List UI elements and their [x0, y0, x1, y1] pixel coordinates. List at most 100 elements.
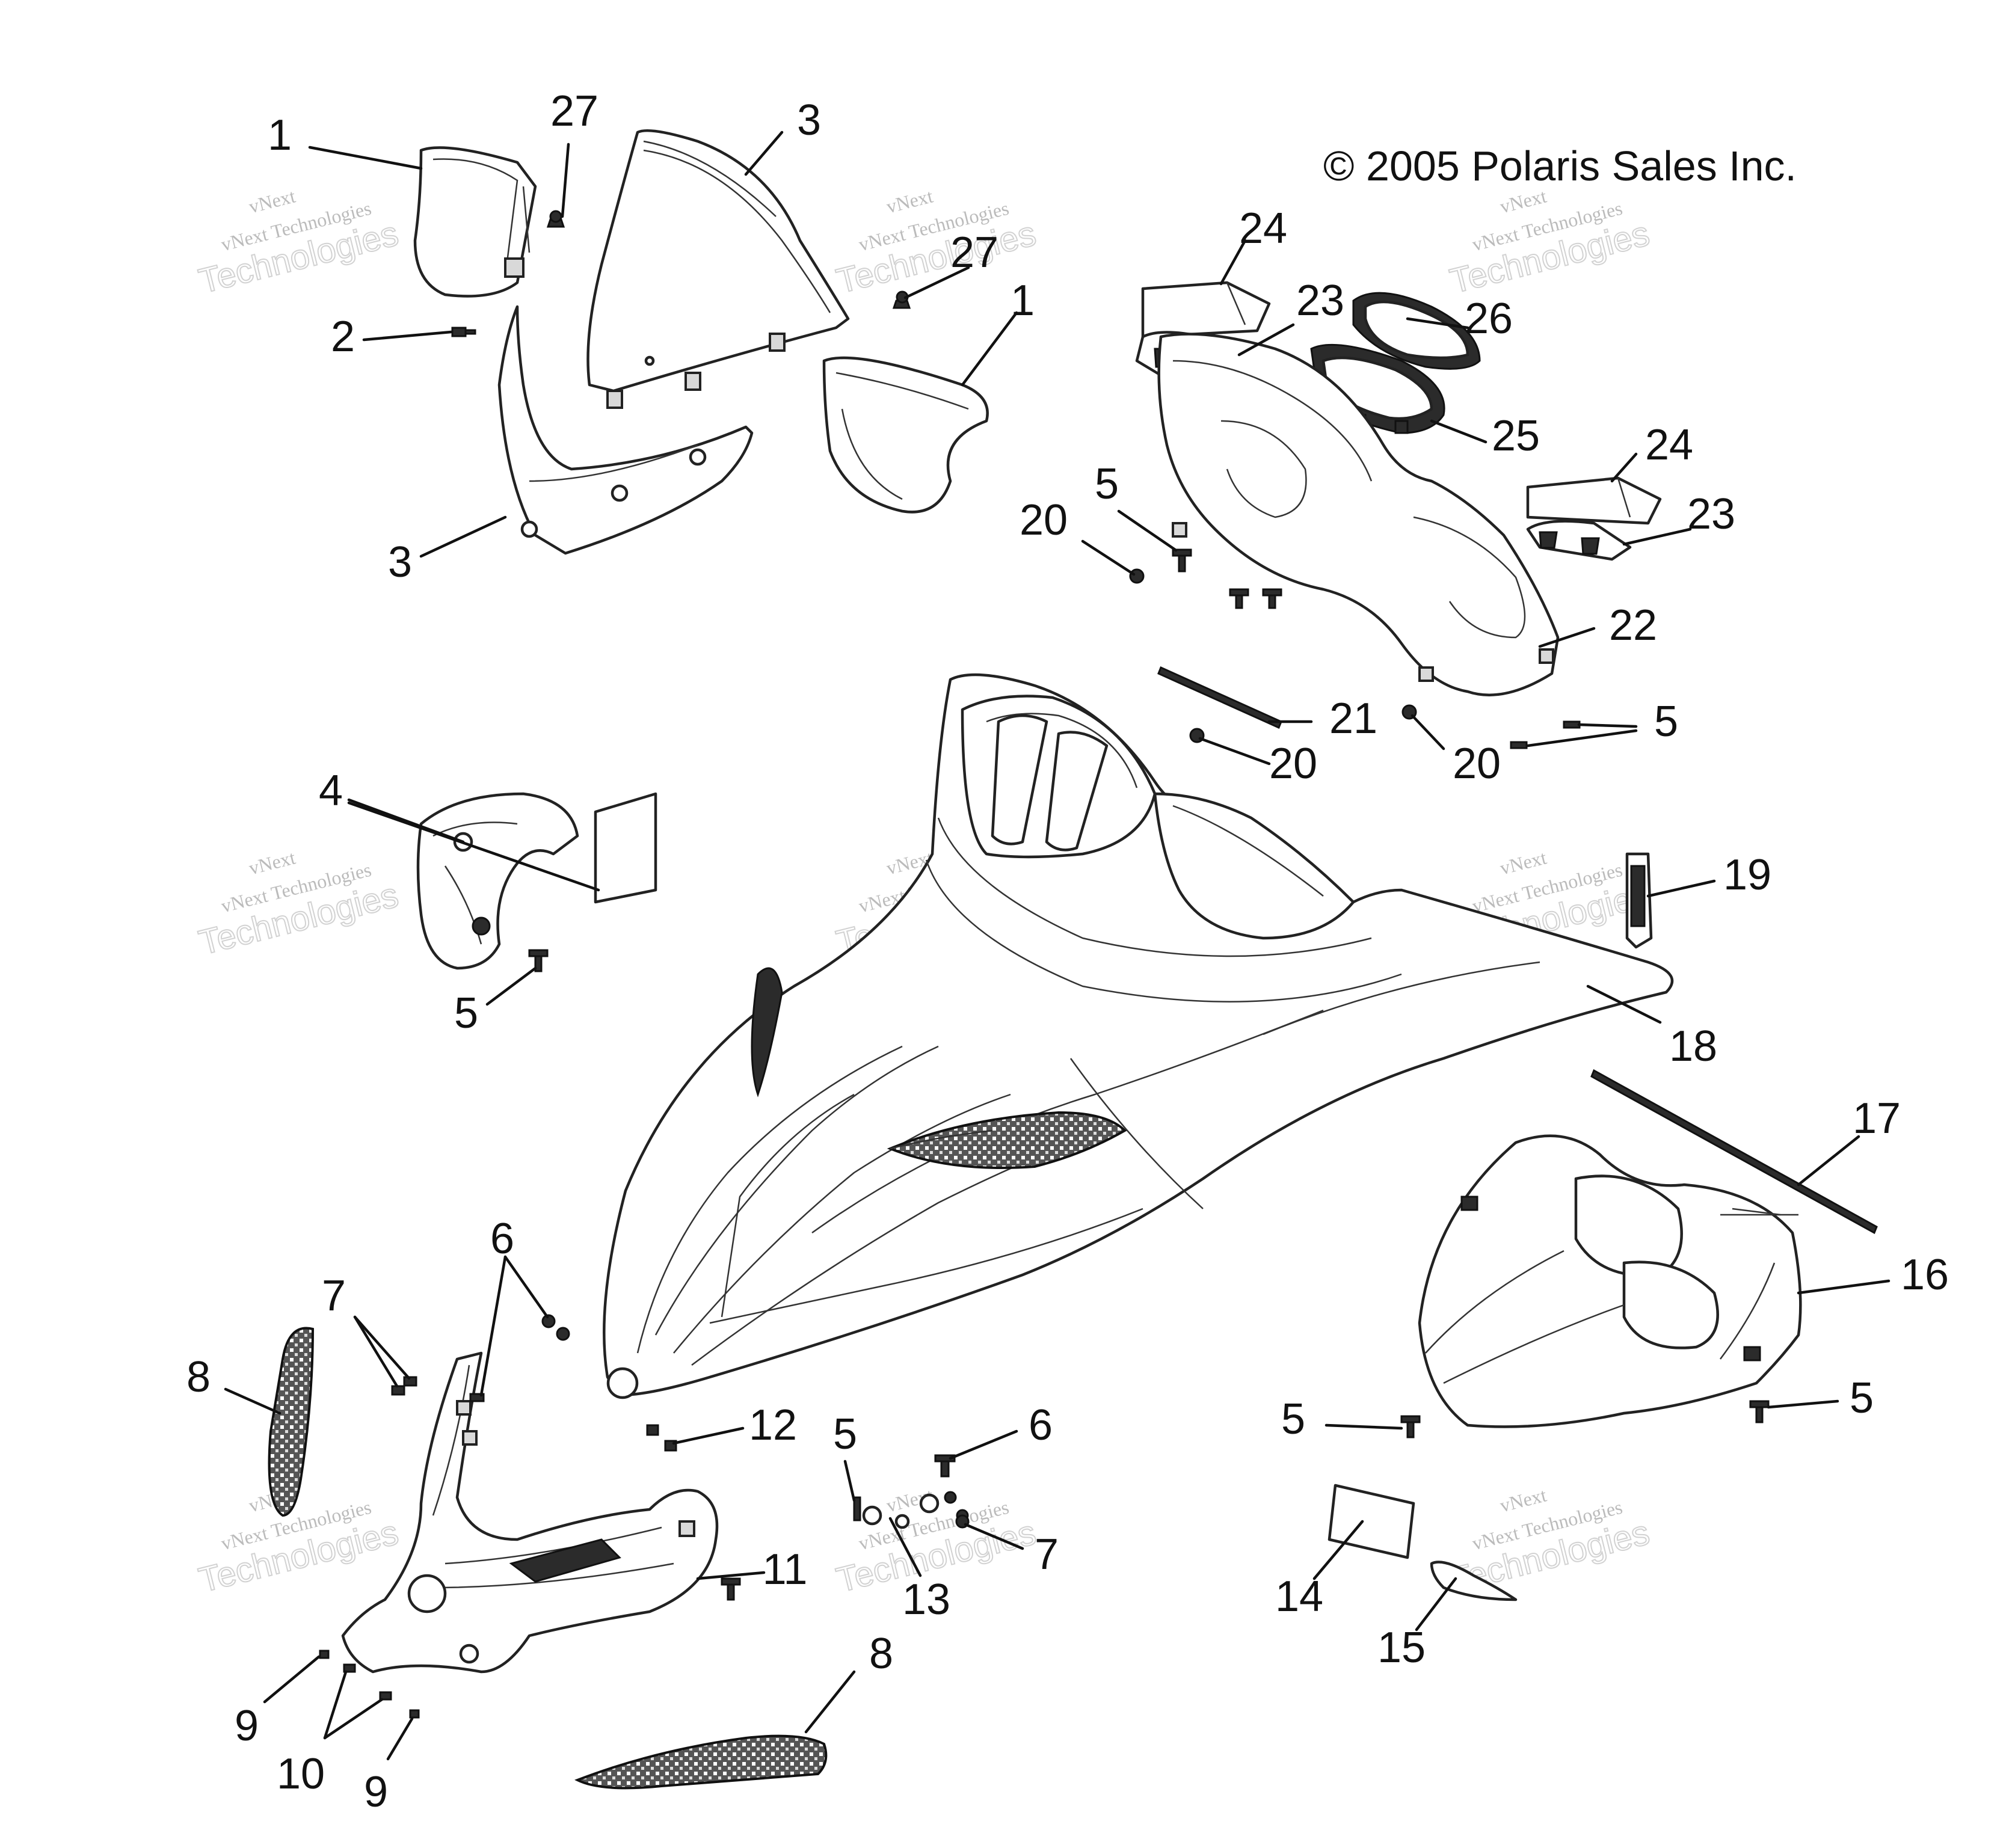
part-4-side-mirror: [416, 792, 657, 970]
part-5-screw-airbox-left: [1400, 1415, 1421, 1438]
part-24-pad-top: [1141, 281, 1271, 339]
callout-label: 8: [186, 1353, 211, 1401]
callout-label: 7: [1035, 1530, 1059, 1579]
part-11-bumper: [341, 1351, 719, 1674]
part-3-lower-trim: [497, 305, 754, 555]
callout-label: 24: [1645, 421, 1693, 469]
leader-c27b: [903, 266, 970, 299]
leader-c3b: [419, 515, 507, 558]
part-7-screws-left: [391, 1376, 417, 1396]
callout-label: 16: [1901, 1251, 1949, 1299]
leader-c24b: [1610, 452, 1638, 483]
leader-c14: [1312, 1520, 1364, 1580]
leader-c8a: [224, 1387, 281, 1415]
leader-c23b: [1622, 527, 1692, 546]
part-26-lens: [1352, 292, 1481, 370]
callout-label: 6: [490, 1215, 514, 1263]
part-6-screws-nose: [541, 1314, 570, 1341]
watermark-line: vNext: [1498, 185, 1549, 217]
callout-label: 14: [1275, 1573, 1323, 1621]
part-5-screw-left: [528, 949, 549, 972]
leader-c20b: [1198, 737, 1271, 766]
leader-c26: [1406, 317, 1469, 330]
leader-c5f: [1767, 1399, 1839, 1409]
leader-c5a: [1117, 509, 1178, 552]
leader-c18: [1586, 984, 1662, 1024]
leader-c1b: [961, 311, 1018, 387]
callout-label: 24: [1239, 204, 1287, 253]
leader-c11: [696, 1571, 766, 1580]
parts: [268, 129, 1878, 1790]
part-5-screw-middle: [853, 1496, 861, 1521]
callout-label: 27: [950, 229, 998, 277]
leader-c5e: [1324, 1423, 1403, 1430]
callout-label: 5: [1654, 698, 1678, 746]
callout-label: 5: [833, 1410, 857, 1458]
callout-label: 19: [1723, 851, 1771, 899]
callout-label: 23: [1687, 490, 1735, 538]
callout-label: 20: [1269, 740, 1317, 788]
leader-c5c: [485, 966, 537, 1006]
leader-c9b: [386, 1717, 414, 1761]
callout-label: 2: [331, 313, 355, 361]
callout-label: 5: [454, 989, 478, 1037]
callout-label: 23: [1296, 277, 1344, 325]
leader-c5b-1: [1577, 723, 1638, 728]
part-8-grille-lower: [574, 1734, 828, 1790]
part-12-nuts: [646, 1424, 677, 1452]
watermark-line: vNext: [247, 185, 298, 217]
leader-c8b: [804, 1670, 856, 1734]
leader-c20a: [1081, 539, 1136, 576]
leader-c17: [1797, 1135, 1860, 1186]
copyright-notice: © 2005 Polaris Sales Inc.: [1323, 143, 1797, 189]
leader-c1a: [308, 146, 423, 170]
watermark-line: vNext: [884, 185, 935, 217]
leader-c2: [362, 330, 453, 342]
callout-label: 5: [1095, 460, 1119, 508]
part-16-airbox: [1418, 1134, 1802, 1428]
leader-c15: [1415, 1577, 1457, 1632]
leader-c23a: [1237, 323, 1295, 357]
callout-label: 7: [322, 1272, 346, 1320]
part-17-rod: [1590, 1069, 1878, 1235]
leader-c7a-1: [353, 1315, 399, 1388]
leader-c12: [672, 1426, 745, 1445]
leader-c22: [1538, 627, 1596, 648]
callout-label: 12: [749, 1401, 797, 1449]
callout-label: 4: [319, 767, 343, 815]
part-5-screw-airbox-right: [1749, 1400, 1770, 1423]
watermark: vNext vNext Technologies Technologies: [832, 185, 1040, 301]
part-5-screw-dash: [1172, 548, 1192, 573]
leader-c25: [1430, 419, 1487, 444]
leader-c6a-2: [479, 1255, 507, 1397]
callout-label: 9: [235, 1702, 259, 1750]
callout-label: 11: [763, 1546, 808, 1594]
leader-c9a: [263, 1655, 321, 1704]
watermark-line: vNext: [247, 846, 298, 879]
callout-label: 5: [1850, 1374, 1874, 1422]
part-21-strip: [1157, 666, 1282, 729]
leader-c6b: [949, 1429, 1018, 1460]
callout-label: 9: [364, 1768, 388, 1816]
callout-label: 21: [1329, 695, 1377, 743]
leader-c7b: [964, 1523, 1024, 1550]
part-5-screw-dash-2: [1229, 588, 1282, 609]
leader-c19: [1646, 879, 1716, 898]
callout-label: 1: [268, 111, 292, 159]
part-9-screw-a: [319, 1650, 330, 1659]
part-8-grille-left: [268, 1327, 315, 1517]
watermark: vNext vNext Technologies Technologies: [194, 185, 402, 301]
callout-label: 17: [1853, 1094, 1901, 1143]
part-19-clip: [1625, 852, 1653, 949]
callout-label: 3: [388, 538, 412, 586]
watermark-line: vNext: [1498, 846, 1549, 879]
part-1-mirror-left: [413, 146, 537, 298]
callout-label: 27: [550, 87, 598, 135]
part-27-screw-right: [892, 290, 911, 309]
callout-label: 26: [1465, 295, 1513, 343]
callout-label: 15: [1377, 1624, 1426, 1672]
part-6-screw-middle: [934, 1454, 956, 1478]
leader-c5b-2: [1526, 729, 1638, 747]
callout-label: 5: [1281, 1395, 1305, 1443]
